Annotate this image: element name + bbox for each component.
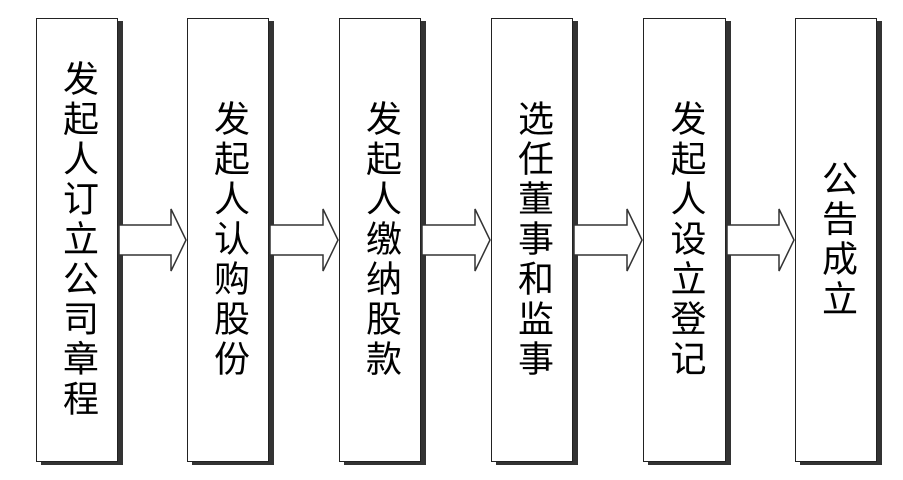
step-3-box: 发起人缴纳股款 [339, 18, 421, 462]
step-1-box: 发起人订立公司章程 [36, 18, 118, 462]
step-3-label: 发起人缴纳股款 [360, 100, 401, 380]
step-6-label: 公告成立 [816, 160, 857, 320]
step-2-box: 发起人认购股份 [187, 18, 269, 462]
arrow-1-to-2-icon [118, 208, 187, 272]
step-2-label: 发起人认购股份 [208, 100, 249, 380]
step-5-box: 发起人设立登记 [643, 18, 726, 462]
step-4-label: 选任董事和监事 [512, 100, 553, 380]
arrow-3-to-4-icon [421, 208, 491, 272]
arrow-2-to-3-icon [269, 208, 339, 272]
step-4-box: 选任董事和监事 [491, 18, 573, 462]
step-6-box: 公告成立 [795, 18, 877, 462]
arrow-5-to-6-icon [726, 208, 795, 272]
arrow-4-to-5-icon [573, 208, 643, 272]
step-1-label: 发起人订立公司章程 [57, 60, 98, 420]
step-5-label: 发起人设立登记 [664, 100, 706, 380]
